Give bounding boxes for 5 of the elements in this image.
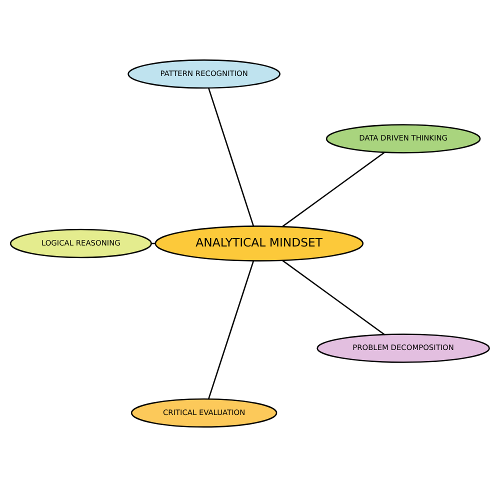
connector — [282, 152, 385, 228]
node-ellipse: ANALYTICAL MINDSET — [154, 226, 364, 262]
connector — [282, 260, 385, 336]
connector — [208, 88, 254, 226]
connector — [208, 260, 254, 400]
